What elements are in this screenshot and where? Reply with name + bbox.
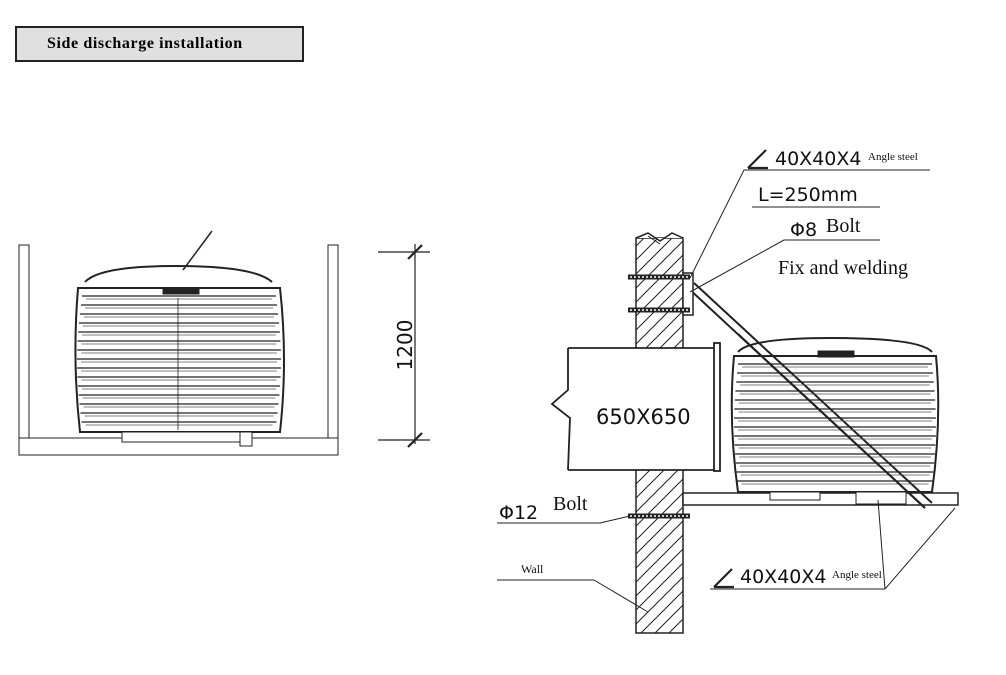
wall-label: Wall bbox=[521, 562, 544, 576]
leader-line bbox=[182, 230, 213, 271]
bottom-bolt-size: Φ12 bbox=[499, 502, 538, 524]
leader-lines bbox=[497, 169, 956, 613]
left-front-view bbox=[18, 230, 430, 456]
top-angle-steel-length: L=250mm bbox=[758, 184, 858, 206]
duct-section bbox=[550, 342, 721, 472]
top-angle-steel-size: 40X40X4 bbox=[775, 148, 861, 170]
page-title: Side discharge installation bbox=[47, 35, 243, 52]
top-angle-steel-note: Angle steel bbox=[868, 151, 918, 163]
bottom-angle-steel-note: Angle steel bbox=[832, 569, 882, 581]
cooler-unit-front bbox=[74, 264, 285, 447]
wall-plate bbox=[682, 272, 694, 316]
fix-welding-note: Fix and welding bbox=[778, 257, 908, 279]
left-post bbox=[18, 244, 30, 441]
bottom-angle-steel-size: 40X40X4 bbox=[740, 566, 826, 588]
right-post bbox=[327, 244, 339, 441]
height-dimension bbox=[378, 244, 430, 448]
angle-symbol-top bbox=[747, 149, 768, 170]
duct-label: 650X650 bbox=[596, 405, 691, 429]
height-dimension-label: 1200 bbox=[393, 320, 417, 371]
top-bolt-size: Φ8 bbox=[790, 219, 817, 241]
wall-break bbox=[635, 232, 684, 242]
angle-symbol-bottom bbox=[713, 568, 734, 589]
title-box: Side discharge installation bbox=[15, 26, 304, 62]
bottom-bolt-label: Bolt bbox=[553, 493, 588, 515]
right-side-view bbox=[497, 149, 959, 634]
top-bolt-label: Bolt bbox=[826, 215, 861, 237]
